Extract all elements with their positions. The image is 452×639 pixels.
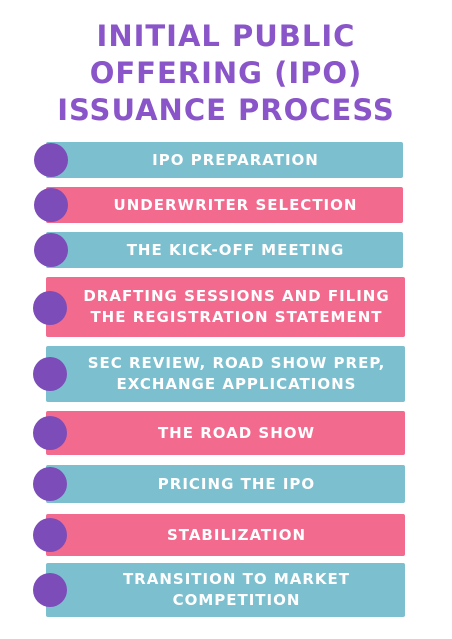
step-4-bar: Drafting Sessions and Filing the Registr… xyxy=(46,277,405,337)
step-3-dot xyxy=(34,233,68,267)
title-line-2: Offering (IPO) xyxy=(89,56,363,90)
step-6-bar: The Road Show xyxy=(46,411,405,455)
step-3-bar: The Kick-Off Meeting xyxy=(46,232,403,268)
step-9-label: Transition to Market Competition xyxy=(122,570,351,609)
step-2-bar: Underwriter Selection xyxy=(46,187,403,223)
step-8-dot xyxy=(33,518,67,552)
step-1-bar: IPO Preparation xyxy=(46,142,403,178)
step-1-label: IPO Preparation xyxy=(152,150,319,169)
diagram-title: Initial Public Offering (IPO) Issuance P… xyxy=(0,18,452,129)
step-7-bar: Pricing the IPO xyxy=(46,465,405,503)
step-5-dot xyxy=(33,357,67,391)
step-6-label: The Road Show xyxy=(157,423,316,442)
step-4-dot xyxy=(33,291,67,325)
step-9-dot xyxy=(33,573,67,607)
step-6-dot xyxy=(33,416,67,450)
step-9-bar: Transition to Market Competition xyxy=(46,563,405,617)
step-8-bar: Stabilization xyxy=(46,514,405,556)
step-7-dot xyxy=(33,467,67,501)
step-4-label: Drafting Sessions and Filing the Registr… xyxy=(83,287,390,326)
step-8-label: Stabilization xyxy=(166,525,307,544)
title-line-3: Issuance Process xyxy=(57,93,395,127)
step-1-dot xyxy=(34,143,68,177)
step-2-dot xyxy=(34,188,68,222)
step-3-label: The Kick-Off Meeting xyxy=(126,240,345,259)
step-5-label: SEC Review, Road Show Prep, Exchange App… xyxy=(87,354,386,393)
title-line-1: Initial Public xyxy=(96,19,356,53)
step-2-label: Underwriter Selection xyxy=(113,195,358,214)
step-5-bar: SEC Review, Road Show Prep, Exchange App… xyxy=(46,346,405,402)
step-7-label: Pricing the IPO xyxy=(157,474,316,493)
